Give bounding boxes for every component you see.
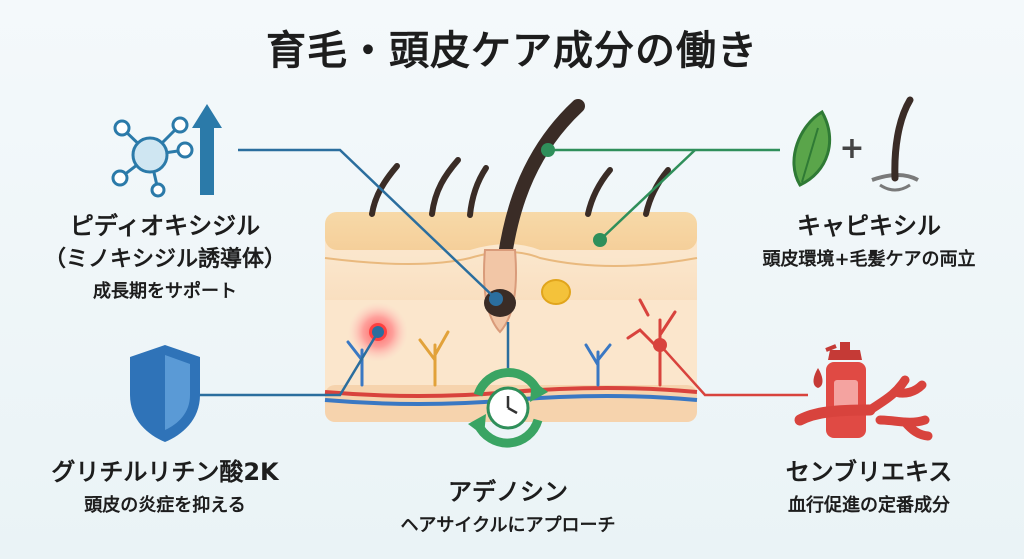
molecule-icon — [111, 116, 194, 198]
pidioxidil-alias: （ミノキシジル誘導体） — [43, 247, 286, 272]
capixyl-name: キャピキシル — [797, 212, 941, 240]
svg-text:+: + — [839, 131, 864, 166]
glycyrrhizinate-effect: 頭皮の炎症を抑える — [84, 495, 246, 516]
connector-lines — [190, 143, 808, 397]
adenosine-label: アデノシン ヘアサイクルにアプローチ — [378, 472, 638, 537]
capixyl-label: キャピキシル 頭皮環境+毛髪ケアの両立 — [734, 206, 1004, 271]
adenosine-effect: ヘアサイクルにアプローチ — [400, 515, 616, 536]
pidioxidil-name: ピディオキシジル — [69, 212, 261, 240]
pidioxidil-effect: 成長期をサポート — [93, 281, 237, 302]
glycyrrhizinate-label: グリチルリチン酸2K 頭皮の炎症を抑える — [20, 452, 310, 517]
swertia-name: センブリエキス — [785, 458, 953, 486]
cycle-clock-icon — [468, 368, 548, 448]
swertia-label: センブリエキス 血行促進の定番成分 — [744, 452, 994, 517]
dermal-vessels — [346, 298, 677, 387]
glycyrrhizinate-name: グリチルリチン酸2K — [51, 458, 279, 486]
capixyl-effect: 頭皮環境+毛髪ケアの両立 — [762, 249, 976, 270]
bottle-blood-vessel-icon — [794, 342, 933, 441]
shield-icon — [130, 345, 200, 442]
adenosine-name: アデノシン — [448, 478, 568, 506]
up-arrow-icon — [192, 104, 222, 195]
swertia-effect: 血行促進の定番成分 — [788, 495, 950, 516]
leaf-plus-hair-icon: + — [792, 96, 919, 192]
pidioxidil-label: ピディオキシジル （ミノキシジル誘導体） 成長期をサポート — [40, 206, 290, 303]
page-title: 育毛・頭皮ケア成分の働き — [266, 28, 758, 74]
